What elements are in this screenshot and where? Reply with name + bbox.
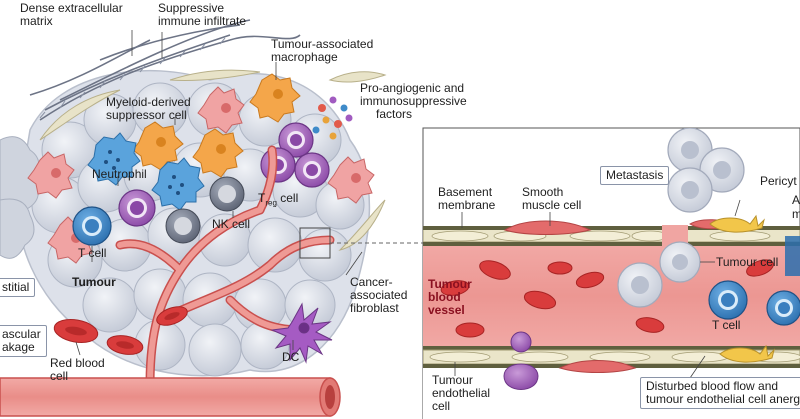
t-cell-left bbox=[72, 206, 112, 246]
nk-cells bbox=[165, 176, 245, 244]
label-suppressive-immune-infiltrate: Suppressive immune infiltrate bbox=[158, 2, 246, 28]
label-basement-membrane: Basement membrane bbox=[438, 186, 495, 212]
label-line: endothelial bbox=[432, 386, 491, 400]
label-line: Myeloid-derived bbox=[106, 95, 191, 109]
vessel-inset bbox=[422, 127, 800, 419]
main-blood-vessel bbox=[0, 377, 341, 417]
label-line: membrane bbox=[438, 198, 496, 212]
label-line: suppressor cell bbox=[106, 108, 187, 122]
label-dense-extracellular-matrix: Dense extracellular matrix bbox=[20, 2, 123, 28]
label-line: Smooth bbox=[522, 185, 564, 199]
label-line: Basement bbox=[438, 185, 493, 199]
label-neutrophil: Neutrophil bbox=[92, 167, 147, 181]
label-pro-angiogenic-factors: Pro-angiogenic and immunosuppressive fac… bbox=[360, 82, 467, 121]
label-tumour-endothelial-cell: Tumour endothelial cell bbox=[432, 374, 490, 413]
extracellular-matrix bbox=[29, 19, 301, 121]
label-line: muscle cell bbox=[522, 198, 582, 212]
label-line: fibroblast bbox=[350, 301, 399, 315]
label-line: akage bbox=[2, 340, 35, 354]
label-line: cell bbox=[50, 369, 69, 383]
label-red-blood-cell: Red blood cell bbox=[50, 357, 105, 383]
label-line: factors bbox=[376, 107, 413, 121]
label-dc: DC bbox=[282, 350, 300, 364]
label-metastasis: Metastasis bbox=[600, 166, 670, 185]
label-tumour: Tumour bbox=[72, 275, 116, 289]
label-treg-cell: Treg cell bbox=[258, 192, 298, 209]
label-tumour-cell: Tumour cell bbox=[716, 255, 779, 269]
label-cut-a: A bbox=[792, 193, 800, 207]
label-line: Tumour bbox=[428, 277, 472, 291]
label-smooth-muscle-cell: Smooth muscle cell bbox=[522, 186, 581, 212]
label-t-cell-right: T cell bbox=[712, 318, 741, 332]
label-line: vessel bbox=[428, 303, 465, 317]
label-line: Suppressive bbox=[158, 1, 225, 15]
pro-angiogenic-factors bbox=[312, 96, 353, 140]
treg-subscript: reg bbox=[265, 198, 277, 208]
label-interstitial: stitial bbox=[0, 278, 36, 297]
neutrophils bbox=[87, 132, 205, 211]
label-line: tumour endothelial cell anerg bbox=[646, 392, 800, 406]
label-line: matrix bbox=[20, 14, 53, 28]
label-line: Red blood bbox=[50, 356, 105, 370]
label-line: Tumour bbox=[432, 373, 473, 387]
label-line: immune infiltrate bbox=[158, 14, 247, 28]
label-line: blood bbox=[428, 290, 461, 304]
label-tumour-blood-vessel: Tumour blood vessel bbox=[428, 278, 472, 317]
extravasating-cell bbox=[503, 331, 539, 390]
label-tumour-associated-macrophage: Tumour-associated macrophage bbox=[271, 38, 373, 64]
label-vascular-leakage: ascular akage bbox=[0, 325, 47, 357]
label-line: ascular bbox=[2, 327, 41, 341]
label-line: Disturbed blood flow and bbox=[646, 379, 779, 393]
dendritic-cell bbox=[270, 302, 333, 364]
label-cut-m: m bbox=[792, 207, 800, 221]
label-myeloid-derived-suppressor-cell: Myeloid-derived suppressor cell bbox=[106, 96, 191, 122]
label-cancer-associated-fibroblast: Cancer- associated fibroblast bbox=[350, 276, 407, 315]
label-disturbed-blood-flow: Disturbed blood flow and tumour endothel… bbox=[640, 377, 800, 409]
treg-suffix: cell bbox=[276, 191, 299, 205]
label-line: macrophage bbox=[271, 50, 338, 64]
label-t-cell-left: T cell bbox=[78, 246, 107, 260]
label-line: Pro-angiogenic and bbox=[360, 81, 465, 95]
fibroblasts bbox=[39, 69, 387, 251]
label-line: Cancer- bbox=[350, 275, 393, 289]
label-pericyte: Pericyt bbox=[760, 174, 797, 188]
label-line: cell bbox=[432, 399, 451, 413]
label-line: Dense extracellular bbox=[20, 1, 123, 15]
label-line: associated bbox=[350, 288, 408, 302]
label-line: Tumour-associated bbox=[271, 37, 374, 51]
label-nk-cell: NK cell bbox=[212, 217, 251, 231]
label-line: immunosuppressive bbox=[360, 94, 467, 108]
treg-prefix: T bbox=[258, 191, 266, 205]
